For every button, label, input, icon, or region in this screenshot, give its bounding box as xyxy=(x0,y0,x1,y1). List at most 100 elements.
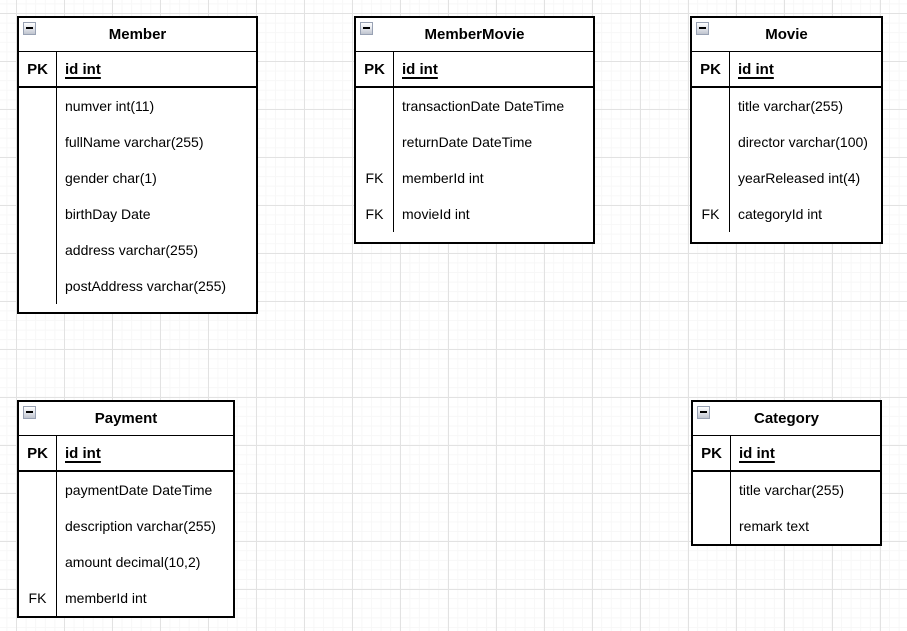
collapse-toggle-icon[interactable] xyxy=(23,22,36,35)
attribute-row[interactable]: transactionDate DateTime xyxy=(356,88,593,124)
entity-header[interactable]: Member xyxy=(19,18,256,52)
attribute-field-cell: birthDay Date xyxy=(65,206,151,222)
attribute-row[interactable]: title varchar(255) xyxy=(692,88,881,124)
entity-category[interactable]: Category PK id int title varchar(255) rem… xyxy=(691,400,882,546)
minus-glyph xyxy=(26,411,33,413)
bottom-padding xyxy=(356,232,593,242)
pk-key-cell: PK xyxy=(693,436,731,470)
attribute-field-cell: amount decimal(10,2) xyxy=(65,554,201,570)
attribute-row[interactable]: postAddress varchar(255) xyxy=(19,268,256,304)
attribute-field-cell: transactionDate DateTime xyxy=(402,98,565,114)
entity-header[interactable]: Category xyxy=(693,402,880,436)
attribute-key-cell xyxy=(356,88,394,124)
attribute-field-cell: paymentDate DateTime xyxy=(65,482,213,498)
pk-field-cell: id int xyxy=(57,436,233,470)
entity-body: paymentDate DateTime description varchar(… xyxy=(19,472,233,616)
attribute-key-cell xyxy=(19,160,57,196)
pk-field-text: id int xyxy=(402,60,438,78)
attribute-field-cell: movieId int xyxy=(402,206,470,222)
entity-membermovie[interactable]: MemberMovie PK id int transactionDate Da… xyxy=(354,16,595,244)
collapse-toggle-icon[interactable] xyxy=(697,406,710,419)
attribute-field-cell: title varchar(255) xyxy=(738,98,844,114)
entity-title: Category xyxy=(753,410,820,427)
attribute-field-cell: address varchar(255) xyxy=(65,242,199,258)
pk-field-cell: id int xyxy=(731,436,880,470)
attribute-field-cell: director varchar(100) xyxy=(738,134,868,150)
attribute-row[interactable]: FK movieId int xyxy=(356,196,593,232)
attribute-key-cell xyxy=(693,472,731,508)
attribute-key-cell xyxy=(19,268,57,304)
attribute-field-cell: gender char(1) xyxy=(65,170,157,186)
attribute-row[interactable]: gender char(1) xyxy=(19,160,256,196)
entity-title: Member xyxy=(108,26,167,43)
attribute-row[interactable]: yearReleased int(4) xyxy=(692,160,881,196)
attribute-key-cell xyxy=(356,124,394,160)
attribute-row[interactable]: birthDay Date xyxy=(19,196,256,232)
primary-key-row[interactable]: PK id int xyxy=(693,436,880,472)
pk-field-cell: id int xyxy=(394,52,593,86)
attribute-key-cell xyxy=(19,196,57,232)
attribute-row[interactable]: paymentDate DateTime xyxy=(19,472,233,508)
attribute-field-cell: remark text xyxy=(739,518,810,534)
minus-glyph xyxy=(363,27,370,29)
entity-header[interactable]: MemberMovie xyxy=(356,18,593,52)
collapse-toggle-icon[interactable] xyxy=(696,22,709,35)
attribute-key-cell xyxy=(693,508,731,544)
minus-glyph xyxy=(26,27,33,29)
attribute-key-cell xyxy=(692,88,730,124)
entity-header[interactable]: Payment xyxy=(19,402,233,436)
primary-key-row[interactable]: PK id int xyxy=(356,52,593,88)
attribute-key-cell: FK xyxy=(356,160,394,196)
entity-body: title varchar(255) director varchar(100) y… xyxy=(692,88,881,242)
entity-payment[interactable]: Payment PK id int paymentDate DateTime de… xyxy=(17,400,235,618)
attribute-key-cell xyxy=(19,232,57,268)
pk-field-cell: id int xyxy=(730,52,881,86)
entity-title: Payment xyxy=(94,410,158,427)
attribute-row[interactable]: description varchar(255) xyxy=(19,508,233,544)
entity-movie[interactable]: Movie PK id int title varchar(255) direct… xyxy=(690,16,883,244)
entity-body: title varchar(255) remark text xyxy=(693,472,880,544)
attribute-row[interactable]: FK memberId int xyxy=(356,160,593,196)
attribute-row[interactable]: returnDate DateTime xyxy=(356,124,593,160)
minus-glyph xyxy=(700,411,707,413)
minus-glyph xyxy=(699,27,706,29)
bottom-padding xyxy=(692,232,881,242)
attribute-key-cell xyxy=(19,88,57,124)
attribute-field-cell: returnDate DateTime xyxy=(402,134,533,150)
attribute-row[interactable]: fullName varchar(255) xyxy=(19,124,256,160)
primary-key-row[interactable]: PK id int xyxy=(19,436,233,472)
collapse-toggle-icon[interactable] xyxy=(23,406,36,419)
attribute-field-cell: fullName varchar(255) xyxy=(65,134,204,150)
attribute-field-cell: description varchar(255) xyxy=(65,518,216,534)
primary-key-row[interactable]: PK id int xyxy=(19,52,256,88)
entity-title: Movie xyxy=(765,26,808,43)
attribute-row[interactable]: amount decimal(10,2) xyxy=(19,544,233,580)
attribute-row[interactable]: remark text xyxy=(693,508,880,544)
attribute-row[interactable]: director varchar(100) xyxy=(692,124,881,160)
entity-title: MemberMovie xyxy=(424,26,525,43)
pk-field-text: id int xyxy=(739,444,775,462)
attribute-field-cell: categoryId int xyxy=(738,206,823,222)
pk-field-text: id int xyxy=(65,60,101,78)
attribute-row[interactable]: numver int(11) xyxy=(19,88,256,124)
attribute-row[interactable]: address varchar(255) xyxy=(19,232,256,268)
primary-key-row[interactable]: PK id int xyxy=(692,52,881,88)
pk-key-cell: PK xyxy=(692,52,730,86)
pk-field-text: id int xyxy=(65,444,101,462)
attribute-field-cell: memberId int xyxy=(402,170,484,186)
attribute-field-cell: numver int(11) xyxy=(65,98,155,114)
pk-field-text: id int xyxy=(738,60,774,78)
attribute-field-cell: title varchar(255) xyxy=(739,482,845,498)
attribute-key-cell: FK xyxy=(356,196,394,232)
pk-key-cell: PK xyxy=(19,52,57,86)
collapse-toggle-icon[interactable] xyxy=(360,22,373,35)
entity-member[interactable]: Member PK id int numver int(11) fullName … xyxy=(17,16,258,314)
entity-header[interactable]: Movie xyxy=(692,18,881,52)
attribute-row[interactable]: title varchar(255) xyxy=(693,472,880,508)
attribute-key-cell xyxy=(19,508,57,544)
attribute-key-cell xyxy=(19,544,57,580)
attribute-field-cell: yearReleased int(4) xyxy=(738,170,861,186)
